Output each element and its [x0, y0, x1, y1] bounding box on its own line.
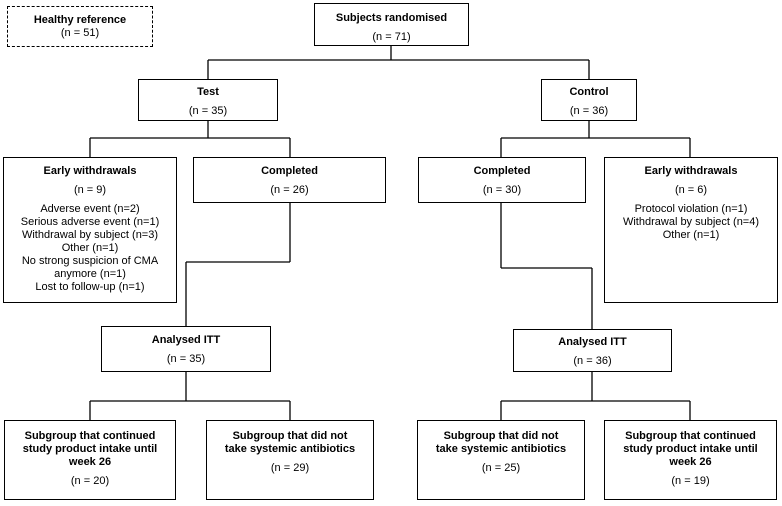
test-withdrawal-reason: No strong suspicion of CMA [21, 255, 159, 267]
test-arm-box: Test (n = 35) [138, 79, 278, 121]
test-withdrawals-count: (n = 9) [73, 184, 107, 196]
control-subgroup-continued-line: week 26 [669, 456, 712, 468]
control-subgroup-no-antibiotics-count: (n = 25) [481, 462, 521, 474]
control-analysed-count: (n = 36) [573, 355, 612, 367]
control-analysed-title: Analysed ITT [558, 336, 627, 348]
test-withdrawal-reason: Serious adverse event (n=1) [20, 216, 160, 228]
test-arm-count: (n = 35) [188, 105, 228, 117]
control-arm-box: Control (n = 36) [541, 79, 637, 121]
test-subgroup-no-antibiotics-count: (n = 29) [270, 462, 310, 474]
test-subgroup-no-antibiotics-line: Subgroup that did not [232, 430, 348, 442]
control-withdrawal-reason: Other (n=1) [662, 229, 720, 241]
test-arm-title: Test [197, 86, 219, 98]
control-subgroup-no-antibiotics-line: take systemic antibiotics [435, 443, 567, 455]
healthy-reference-box: Healthy reference (n = 51) [7, 6, 153, 47]
control-analysed-itt-box: Analysed ITT (n = 36) [513, 329, 672, 372]
test-withdrawal-reason: Lost to follow-up (n=1) [35, 281, 145, 293]
test-withdrawal-reason: Other (n=1) [61, 242, 119, 254]
control-subgroup-no-antibiotics-box: Subgroup that did not take systemic anti… [417, 420, 585, 500]
test-withdrawal-reason: Adverse event (n=2) [40, 203, 140, 215]
control-subgroup-no-antibiotics-line: Subgroup that did not [443, 430, 559, 442]
control-early-withdrawals-box: Early withdrawals (n = 6) Protocol viola… [604, 157, 778, 303]
control-arm-title: Control [569, 86, 609, 98]
test-subgroup-continued-line: Subgroup that continued [24, 430, 156, 442]
test-subgroup-no-antibiotics-box: Subgroup that did not take systemic anti… [206, 420, 374, 500]
test-analysed-title: Analysed ITT [151, 334, 221, 346]
control-withdrawal-reason: Withdrawal by subject (n=4) [622, 216, 760, 228]
test-completed-box: Completed (n = 26) [193, 157, 386, 203]
control-completed-count: (n = 30) [482, 184, 522, 196]
test-withdrawal-reason: anymore (n=1) [54, 268, 126, 280]
test-analysed-itt-box: Analysed ITT (n = 35) [101, 326, 271, 372]
control-arm-count: (n = 36) [569, 105, 609, 117]
subjects-randomised-count: (n = 71) [372, 31, 411, 43]
control-withdrawal-reason: Protocol violation (n=1) [634, 203, 748, 215]
test-subgroup-continued-count: (n = 20) [70, 475, 110, 487]
control-subgroup-continued-box: Subgroup that continued study product in… [604, 420, 777, 500]
healthy-reference-title: Healthy reference [33, 14, 127, 26]
test-withdrawal-reason: Withdrawal by subject (n=3) [21, 229, 159, 241]
test-early-withdrawals-box: Early withdrawals (n = 9) Adverse event … [3, 157, 177, 303]
test-completed-title: Completed [261, 165, 318, 177]
control-completed-box: Completed (n = 30) [418, 157, 586, 203]
healthy-reference-count: (n = 51) [60, 27, 100, 39]
test-subgroup-no-antibiotics-line: take systemic antibiotics [224, 443, 356, 455]
control-subgroup-continued-line: study product intake until [623, 443, 758, 455]
subjects-randomised-box: Subjects randomised (n = 71) [314, 3, 469, 46]
control-subgroup-continued-count: (n = 19) [671, 475, 710, 487]
test-subgroup-continued-line: study product intake until [22, 443, 158, 455]
control-completed-title: Completed [473, 165, 531, 177]
subjects-randomised-title: Subjects randomised [335, 12, 448, 24]
test-subgroup-continued-box: Subgroup that continued study product in… [4, 420, 176, 500]
control-subgroup-continued-line: Subgroup that continued [625, 430, 756, 442]
test-subgroup-continued-line: week 26 [68, 456, 112, 468]
test-completed-count: (n = 26) [270, 184, 309, 196]
control-withdrawals-count: (n = 6) [674, 184, 708, 196]
test-analysed-count: (n = 35) [166, 353, 206, 365]
control-withdrawals-title: Early withdrawals [644, 165, 738, 177]
test-withdrawals-title: Early withdrawals [43, 165, 137, 177]
